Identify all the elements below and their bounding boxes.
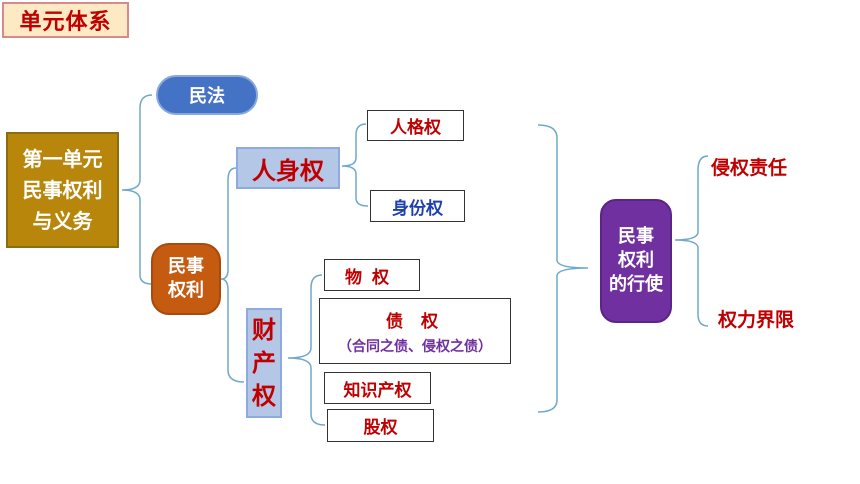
intellectual-property-box: 知识产权 xyxy=(324,372,431,404)
unit-line: 民事权利 xyxy=(22,177,103,202)
brace-caichan xyxy=(287,274,326,426)
brace-renshen xyxy=(341,123,369,207)
property-rights-node: 财 产 权 xyxy=(246,308,282,418)
brace-exercise xyxy=(537,124,589,413)
unit-line: 第一单元 xyxy=(22,146,103,171)
exercise-of-rights-node: 民事 权利 的行使 xyxy=(600,199,672,323)
unit-title-box: 第一单元 民事权利 与义务 xyxy=(6,132,119,248)
identity-rights-box: 身份权 xyxy=(370,190,465,222)
brace-unit xyxy=(121,94,153,285)
real-rights-box: 物权 xyxy=(324,259,420,291)
civil-rights-line: 权利 xyxy=(168,280,204,301)
personal-rights-node: 人身权 xyxy=(236,147,340,189)
creditor-rights-label: 债 权 xyxy=(386,311,444,332)
civil-rights-line: 民事 xyxy=(168,256,204,277)
exercise-line: 民事 xyxy=(618,226,654,247)
property-rights-line: 产 xyxy=(252,348,276,377)
property-rights-line: 权 xyxy=(252,381,276,410)
civil-rights-node: 民事 权利 xyxy=(151,243,221,315)
creditor-rights-note: （合同之债、侵权之债） xyxy=(338,338,492,355)
exercise-line: 权利 xyxy=(618,250,654,271)
equity-rights-box: 股权 xyxy=(327,409,434,442)
brace-outcomes xyxy=(674,155,709,327)
exercise-line: 的行使 xyxy=(609,274,663,295)
civil-law-node: 民法 xyxy=(156,75,258,115)
unit-line: 与义务 xyxy=(32,208,93,233)
property-rights-line: 财 xyxy=(252,315,276,344)
creditor-rights-box: 债 权 （合同之债、侵权之债） xyxy=(319,298,511,364)
page-title: 单元体系 xyxy=(2,2,129,38)
brace-minshi xyxy=(220,167,245,383)
personality-rights-box: 人格权 xyxy=(367,110,464,141)
tort-liability-label: 侵权责任 xyxy=(711,157,788,179)
power-boundary-label: 权力界限 xyxy=(718,309,795,331)
